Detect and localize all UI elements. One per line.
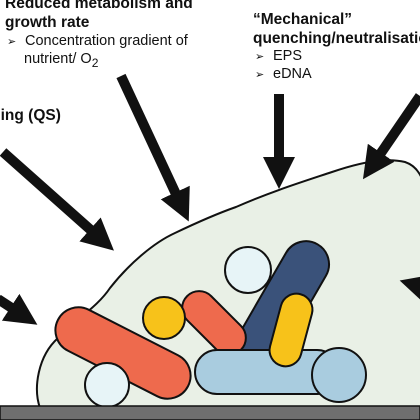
mechanical-bullet2-text: eDNA [273,66,312,82]
mechanical-title: “Mechanical” quenching/neutralisation [253,11,420,48]
oxygen-subscript: 2 [91,55,99,70]
substratum-surface [0,405,420,420]
metabolism-bullet-text: Concentration gradient of [25,33,188,49]
pale-blue-cell-top [224,246,272,294]
quorum-sensing-label: sing (QS) [0,107,61,124]
arrow-right-edge [399,274,420,305]
light-blue-cell-right [311,347,367,403]
yellow-cell [142,296,186,340]
bullet-arrow-icon: ➢ [7,36,17,48]
pale-blue-cell-bottom [84,362,130,408]
metabolism-title-line1: Reduced metabolism and [5,0,193,12]
bullet-arrow-icon: ➢ [255,69,265,81]
arrow-quorum-sensing [0,148,114,251]
yellow-rod-cell [268,292,314,368]
mechanical-bullet-eps: ➢ EPS [255,48,302,65]
metabolism-bullet: ➢ Concentration gradient of [7,33,188,50]
mechanical-bullet1-text: EPS [273,48,303,64]
mechanical-title-line1: “Mechanical” [253,11,353,28]
arrow-metabolism [116,73,190,222]
metabolism-bullet-continuation: nutrient/ O2 [24,51,98,70]
arrow-top-right [362,93,420,180]
arrow-left [0,293,38,325]
metabolism-title-line2: growth rate [5,13,90,31]
metabolism-bullet-cont-text: nutrient/ O [24,51,92,67]
mechanical-title-line2: quenching/neutralisation [253,29,420,47]
metabolism-title: Reduced metabolism and growth rate [5,0,193,32]
mechanical-bullet-edna: ➢ eDNA [255,66,312,83]
bullet-arrow-icon: ➢ [255,51,265,63]
